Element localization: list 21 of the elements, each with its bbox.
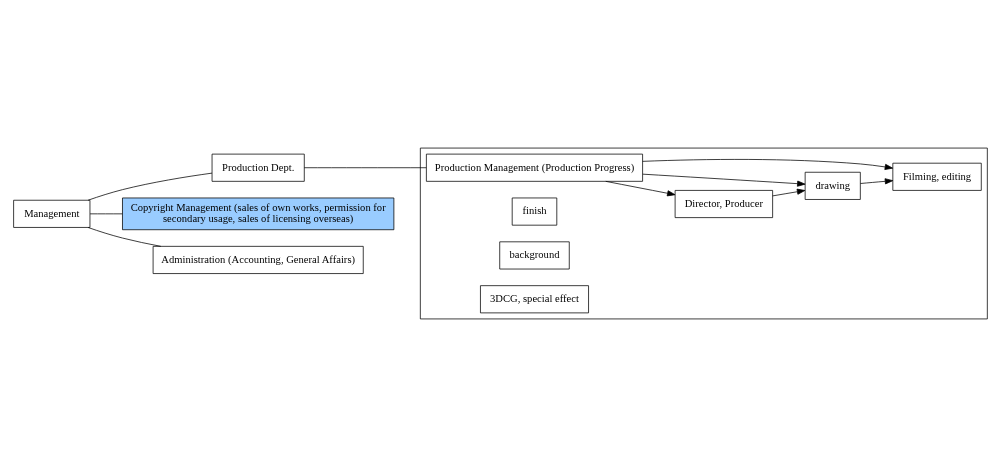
connector	[87, 172, 213, 201]
arrow	[642, 158, 894, 170]
connector	[89, 212, 123, 214]
connector	[87, 226, 162, 247]
node-box: Production Dept.	[211, 153, 305, 182]
node-box: Administration (Accounting, General Affairs)	[152, 245, 364, 274]
node-box: 3DCG, special effect	[480, 284, 589, 313]
node-box: Production Management (Production Progress)	[426, 153, 643, 182]
connector	[303, 166, 427, 168]
arrow	[772, 188, 806, 196]
node-box: finish	[511, 197, 558, 226]
node-box: Director, Producer	[674, 189, 773, 218]
arrow	[642, 173, 806, 187]
node-box: Management	[13, 199, 91, 228]
node-box: drawing	[804, 171, 861, 200]
cluster	[419, 147, 988, 319]
arrow	[605, 180, 676, 196]
node-box: Copyright Management (sales of own works, permission for secondary usage, sales of licensing overseas)	[122, 197, 395, 230]
node-box: Filming, editing	[892, 162, 982, 191]
node-box: background	[499, 240, 570, 269]
arrow	[860, 177, 894, 184]
